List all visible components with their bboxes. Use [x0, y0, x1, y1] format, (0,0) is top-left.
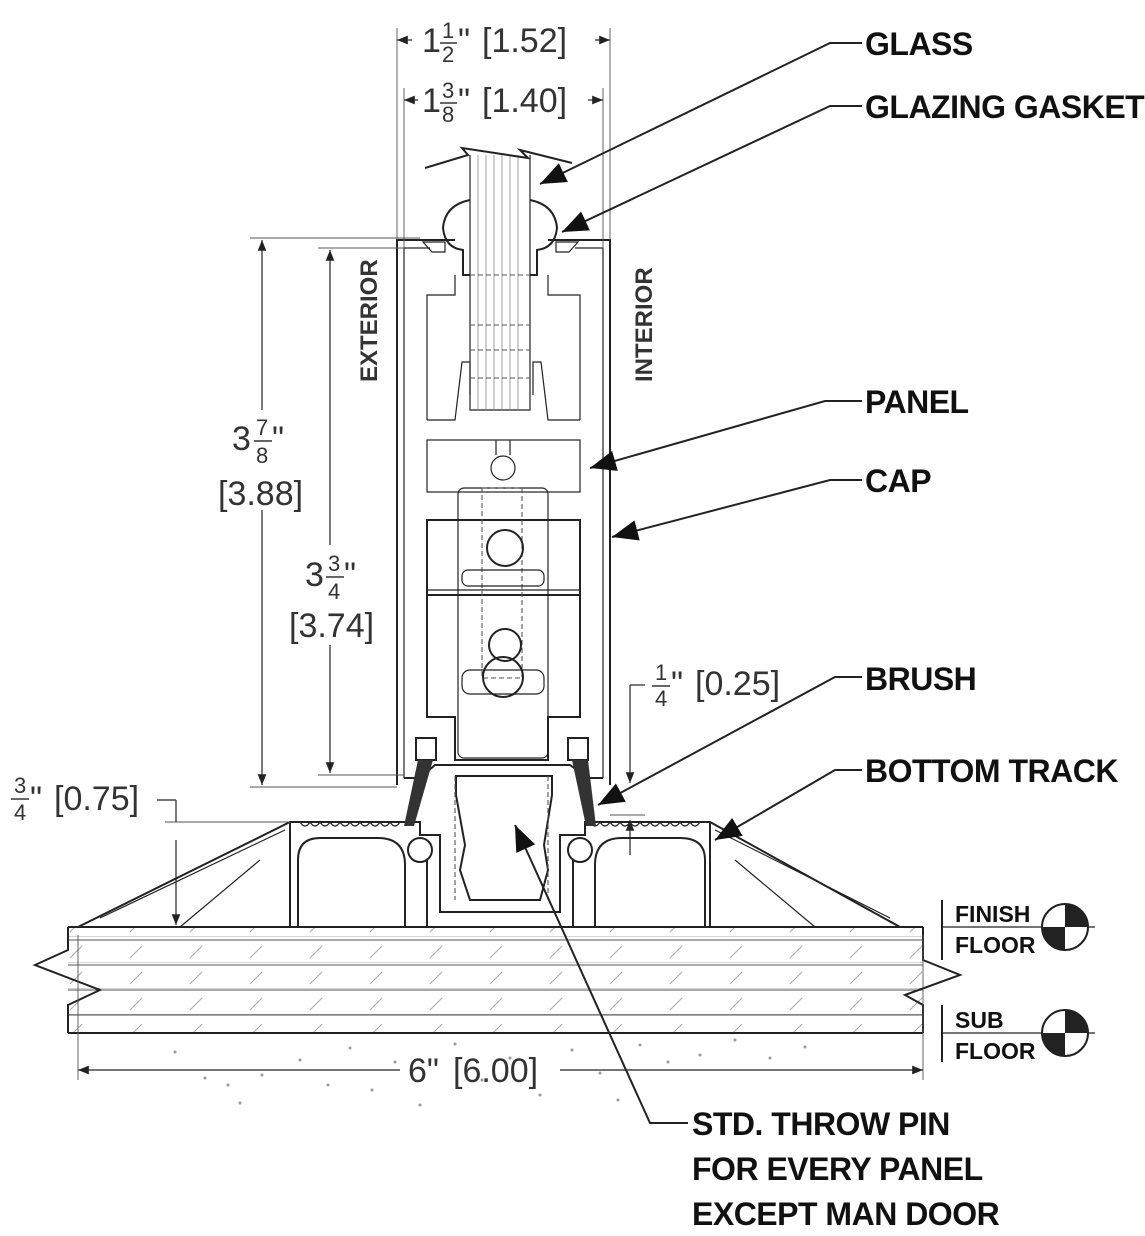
dim-height-overall: 3 7 8 " [3.88]: [218, 415, 303, 513]
svg-text:1: 1: [422, 82, 441, 120]
pin-note-line-1: STD. THROW PIN: [692, 1106, 950, 1142]
dim-width-overall: 1 1 2 " [1.52]: [422, 18, 567, 67]
svg-text:[3.88]: [3.88]: [218, 475, 303, 513]
svg-text:2: 2: [442, 42, 454, 67]
svg-text:": ": [671, 665, 683, 703]
svg-text:": ": [458, 82, 470, 120]
svg-text:": ": [458, 22, 470, 60]
svg-text:1: 1: [442, 18, 454, 43]
sub-floor-label-1: SUB: [955, 1007, 1004, 1033]
panel-assembly: [396, 239, 611, 901]
callout-leaders: [514, 42, 862, 1124]
svg-text:8: 8: [442, 102, 454, 127]
bottom-track-callout: BOTTOM TRACK: [865, 753, 1118, 789]
exterior-label: EXTERIOR: [356, 259, 383, 382]
svg-text:4: 4: [14, 800, 26, 825]
svg-text:[0.75]: [0.75]: [54, 780, 139, 818]
pin-note-line-2: FOR EVERY PANEL: [692, 1151, 983, 1187]
sub-floor-label-2: FLOOR: [955, 1038, 1036, 1064]
svg-text:8: 8: [256, 443, 268, 468]
svg-text:1: 1: [422, 22, 441, 60]
brush-callout: BRUSH: [865, 661, 976, 697]
dim-track-width: 6" [6.00]: [408, 1052, 538, 1090]
svg-text:": ": [344, 556, 356, 594]
pin-note-line-3: EXCEPT MAN DOOR: [692, 1196, 1000, 1232]
svg-text:": ": [30, 780, 42, 818]
svg-text:": ": [272, 420, 284, 458]
svg-text:3: 3: [328, 551, 340, 576]
glazing-gasket-callout: GLAZING GASKET: [865, 89, 1145, 125]
svg-text:[0.25]: [0.25]: [695, 665, 780, 703]
dimension-lines: [77, 28, 924, 1080]
svg-text:[1.52]: [1.52]: [482, 22, 567, 60]
svg-text:4: 4: [655, 686, 667, 711]
finish-floor-label-2: FLOOR: [955, 932, 1036, 958]
svg-text:[1.40]: [1.40]: [482, 82, 567, 120]
svg-text:6": 6": [408, 1052, 439, 1090]
interior-label: INTERIOR: [631, 267, 658, 382]
svg-text:3: 3: [305, 556, 324, 594]
glass-lite: [421, 146, 580, 411]
dim-gap-bottom: 1 4 " [0.25]: [652, 660, 780, 711]
svg-text:7: 7: [256, 415, 268, 440]
cap-callout: CAP: [865, 463, 931, 499]
svg-text:4: 4: [328, 579, 340, 604]
brush-left: [404, 737, 437, 826]
svg-text:3: 3: [232, 420, 251, 458]
floor-section: [32, 900, 1095, 1107]
dim-width-panel: 1 3 8 " [1.40]: [422, 78, 567, 127]
panel-callout: PANEL: [865, 384, 969, 420]
glass-callout: GLASS: [865, 26, 973, 62]
sub-floor-datum-icon: [941, 1005, 1095, 1062]
svg-text:[3.74]: [3.74]: [289, 607, 374, 645]
svg-text:1: 1: [655, 660, 667, 685]
brush-right: [567, 737, 596, 826]
bottom-track: [77, 820, 901, 928]
dim-track-height: 3 4 " [0.75]: [11, 773, 139, 825]
svg-text:3: 3: [442, 78, 454, 103]
dim-height-panel: 3 3 4 " [3.74]: [289, 551, 374, 645]
finish-floor-label-1: FINISH: [955, 901, 1030, 927]
svg-text:3: 3: [14, 773, 26, 798]
finish-floor-datum-icon: [941, 900, 1095, 960]
svg-text:[6.00]: [6.00]: [453, 1052, 538, 1090]
